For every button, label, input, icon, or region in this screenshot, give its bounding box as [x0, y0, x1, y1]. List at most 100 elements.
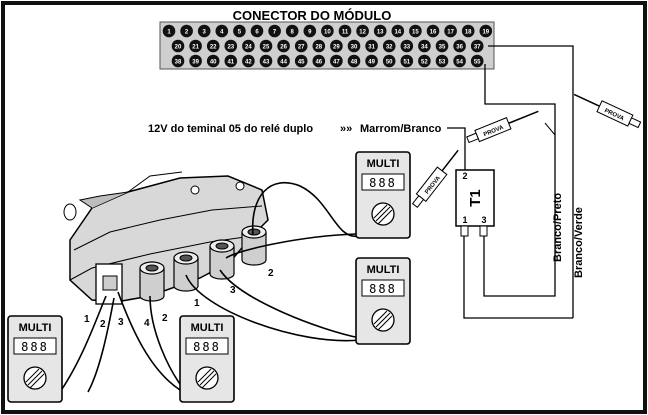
connector-pin-label: 32 — [386, 44, 393, 50]
relay-name: T1 — [467, 189, 484, 207]
connector-pin: 5 — [233, 24, 246, 38]
multimeter: MULTI 888 — [355, 151, 411, 239]
connector-pin: 20 — [171, 39, 185, 53]
coil-connector-socket — [102, 275, 118, 291]
connector-pin-label: 16 — [430, 29, 437, 35]
connector-pin-label: 55 — [474, 59, 481, 65]
connector-pin-label: 10 — [324, 29, 331, 35]
connector-pin: 16 — [426, 24, 440, 38]
relay-terminal-1 — [460, 225, 469, 237]
connector-pin-label: 11 — [342, 29, 349, 35]
multimeter-display: 888 — [369, 176, 397, 190]
wire-pin55 — [483, 64, 556, 297]
connector-pin-label: 43 — [263, 59, 270, 65]
connector-pin: 50 — [382, 54, 396, 68]
connector-pin: 10 — [321, 24, 334, 38]
connector-pin: 51 — [400, 54, 414, 68]
connector-pin: 33 — [400, 39, 414, 53]
connector-pin-label: 31 — [368, 44, 375, 50]
connector-pin-label: 35 — [439, 44, 446, 50]
connector-pin-label: 29 — [333, 44, 340, 50]
connector-pin: 24 — [242, 39, 255, 53]
connector-pin: 17 — [444, 24, 457, 38]
connector-pin-label: 17 — [447, 29, 454, 35]
connector-pin-label: 21 — [192, 44, 199, 50]
connector-pin-label: 13 — [377, 29, 384, 35]
tower-label-3: 3 — [230, 285, 236, 296]
connector-pin: 11 — [338, 24, 352, 38]
connector-pin-label: 24 — [245, 44, 252, 50]
wire-pin37 — [488, 45, 574, 318]
connector-pin-label: 54 — [456, 59, 463, 65]
connector-pin: 53 — [435, 54, 449, 68]
connector-pin: 42 — [242, 54, 255, 68]
connector-pin-label: 48 — [351, 59, 358, 65]
connector-pin: 45 — [294, 54, 308, 68]
tower-label-2: 2 — [162, 313, 168, 324]
connector-pin-label: 37 — [474, 44, 481, 50]
connector-pin-label: 14 — [394, 29, 401, 35]
supply-wire-label: Marrom/Branco — [360, 123, 442, 135]
connector-pin-label: 41 — [227, 59, 234, 65]
connector-pin: 35 — [435, 39, 449, 53]
connector-pin-label: 18 — [465, 29, 472, 35]
supply-arrow: »» — [340, 123, 352, 135]
connector-pin: 22 — [206, 39, 220, 53]
connector-pin-label: 34 — [421, 44, 428, 50]
connector-pin: 52 — [418, 54, 431, 68]
connector-pin-label: 7 — [273, 29, 277, 35]
tower-label-1: 1 — [194, 298, 200, 309]
connector-pin: 8 — [285, 24, 299, 38]
multimeter-display: 888 — [193, 340, 221, 354]
relay-pin-3: 3 — [481, 215, 486, 225]
connector-pin-label: 27 — [298, 44, 305, 50]
connector-pin: 40 — [206, 54, 220, 68]
connector-pin-label: 40 — [210, 59, 217, 65]
connector-pin: 31 — [365, 39, 378, 53]
wire-label-branco-verde: Branco/Verde — [573, 207, 585, 278]
connector-pin-label: 38 — [175, 59, 182, 65]
connector-pin: 49 — [365, 54, 378, 68]
probe-wire-branco-preto: PROVA — [466, 110, 539, 144]
connector-pin-label: 22 — [210, 44, 217, 50]
coil-tower — [209, 239, 235, 280]
connector-pin-label: 45 — [298, 59, 305, 65]
multimeter-display: 888 — [21, 340, 49, 354]
connector-pin: 27 — [294, 39, 308, 53]
coil-tower — [139, 261, 165, 302]
connector-pin: 55 — [470, 54, 484, 68]
relay-pin-1: 1 — [462, 215, 467, 225]
connector-pin: 9 — [303, 24, 317, 38]
connector-pin: 36 — [453, 39, 466, 53]
connector-pin: 6 — [250, 24, 264, 38]
connector-pin: 3 — [197, 24, 211, 38]
connector-pin-label: 51 — [403, 59, 410, 65]
connector-pin: 1 — [162, 24, 176, 38]
connector-pin-label: 19 — [482, 29, 489, 35]
connector-pin: 18 — [461, 24, 475, 38]
coil-pin-2: 2 — [100, 319, 106, 330]
connector-pin: 14 — [391, 24, 405, 38]
connector-pin: 54 — [453, 54, 466, 68]
relay-terminal-3 — [479, 225, 488, 237]
connector-pin-label: 12 — [359, 29, 366, 35]
connector-pin-label: 1 — [167, 29, 171, 35]
coil-pin-3: 3 — [118, 317, 124, 328]
connector-pin: 34 — [418, 39, 431, 53]
probe-tip-line — [544, 122, 556, 136]
connector-pin-label: 33 — [403, 44, 410, 50]
coil-pin-1: 1 — [84, 314, 90, 325]
connector-pin-label: 26 — [280, 44, 287, 50]
connector-pin: 30 — [347, 39, 361, 53]
connector-pin: 41 — [224, 54, 238, 68]
probe-relay-pin2: PROVA — [411, 149, 459, 209]
connector-pin: 29 — [330, 39, 343, 53]
multimeter-label: MULTI — [367, 158, 400, 170]
connector-pin-label: 52 — [421, 59, 428, 65]
connector-pin-label: 3 — [203, 29, 207, 35]
connector-pin: 26 — [277, 39, 290, 53]
